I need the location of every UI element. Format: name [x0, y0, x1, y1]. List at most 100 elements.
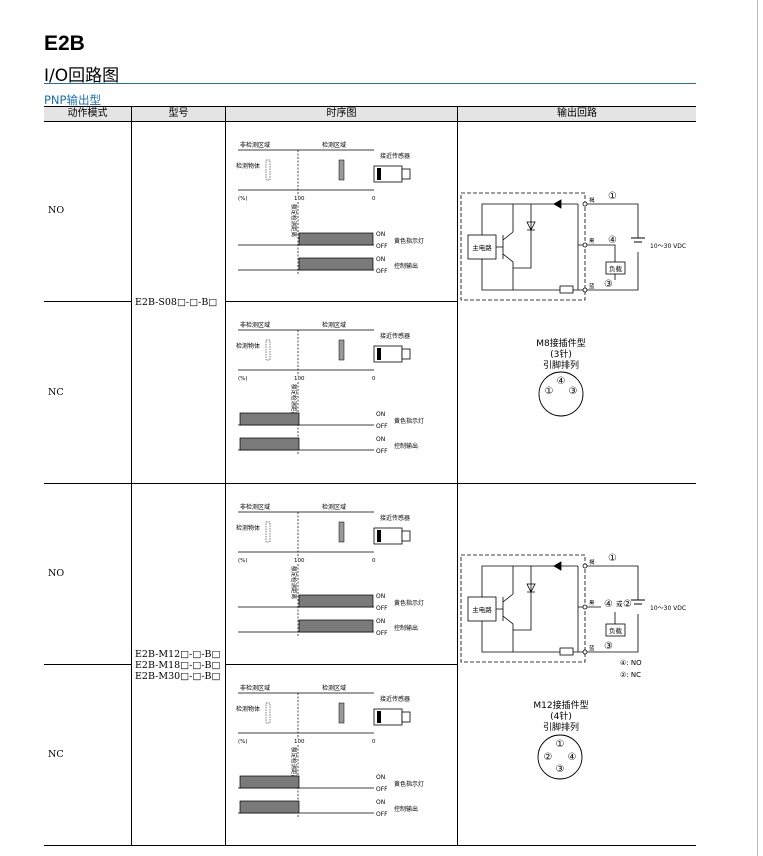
object-ghost — [265, 339, 271, 361]
model-name: E2B-S08□-□-B□ — [135, 297, 218, 308]
output-wave-label: 控制输出 — [394, 262, 418, 270]
led-wave — [239, 775, 300, 789]
page-subtitle: I/O回路图 — [44, 66, 120, 86]
hundred-label: 100 — [294, 558, 305, 564]
legend-no: ④: NO — [620, 659, 642, 667]
off-label: OFF — [376, 268, 388, 275]
detect-zone-label: 检测区域 — [322, 321, 346, 329]
on-label: ON — [376, 593, 385, 600]
on-label: ON — [376, 618, 385, 625]
object-hatched — [338, 521, 345, 543]
object-ghost — [265, 702, 271, 724]
on-label: ON — [376, 436, 385, 443]
group-divider — [44, 483, 696, 484]
pin-1: ① — [608, 553, 617, 564]
m12-pin-1: ① — [556, 739, 565, 750]
m8-pin-label: M8接插件型 (3针) 引脚排列 — [526, 339, 596, 372]
detect-zone-label: 检测区域 — [322, 141, 346, 149]
model-name: E2B-M30□-□-B□ — [135, 671, 221, 682]
mode-cell: NO — [48, 205, 65, 216]
row-divider — [226, 664, 457, 665]
rated-distance-label: 额定检测距离 — [290, 747, 298, 781]
header-mode: 动作模式 — [44, 107, 131, 121]
model-cell-2: E2B-M12□-□-B□ E2B-M18□-□-B□ E2B-M30□-□-B… — [135, 649, 221, 682]
led-wave — [298, 232, 374, 246]
wire-blue: 蓝 — [589, 282, 595, 290]
col-divider — [131, 106, 132, 846]
m12-pin-count: (4针) — [550, 712, 572, 722]
off-label: OFF — [376, 423, 388, 430]
mode-cell: NC — [48, 749, 64, 760]
on-label: ON — [376, 774, 385, 781]
m8-pin-4: ④ — [557, 376, 566, 387]
model-cell-1: E2B-S08□-□-B□ — [135, 297, 217, 308]
sensor-label: 接近传感器 — [380, 695, 410, 703]
sensor-label: 接近传感器 — [380, 152, 410, 160]
load-label: 负载 — [609, 264, 623, 273]
output-wave-label: 控制输出 — [394, 624, 418, 632]
table-bottom-rule — [44, 845, 696, 846]
m12-pin-2: ② — [544, 752, 553, 763]
zero-label: 0 — [372, 196, 376, 202]
mode-cell: NO — [48, 568, 65, 579]
wire-black: 黑 — [589, 238, 595, 245]
table-top-rule — [44, 106, 696, 107]
m8-pin-diagram: ④ ① ③ — [538, 371, 584, 417]
zero-label: 0 — [372, 739, 376, 745]
col-divider — [457, 106, 458, 846]
led-wave — [239, 412, 300, 426]
on-label: ON — [376, 231, 385, 238]
off-label: OFF — [376, 630, 388, 637]
wire-brown: 褐 — [589, 196, 595, 204]
hundred-label: 100 — [294, 739, 305, 745]
object-label: 检测物体 — [236, 524, 260, 532]
output-wave — [239, 800, 300, 814]
page-title: E2B — [44, 32, 85, 55]
header-bottom-rule — [44, 121, 696, 122]
or-label: 或 — [616, 599, 623, 608]
object-label: 检测物体 — [236, 705, 260, 713]
non-detect-zone-label: 非检测区域 — [240, 141, 270, 149]
pin-4: ④ — [608, 235, 617, 246]
percent-label: (%) — [238, 558, 248, 564]
mode-cell: NC — [48, 387, 64, 398]
output-wave-label: 控制输出 — [394, 442, 418, 450]
header-model: 型号 — [132, 107, 225, 121]
led-wave — [298, 594, 374, 608]
wire-brown: 褐 — [589, 558, 595, 566]
object-hatched — [338, 159, 345, 181]
legend-nc: ②: NC — [620, 671, 641, 679]
pin-3: ③ — [604, 279, 613, 290]
rated-distance-label: 额定检测距离 — [290, 204, 298, 238]
led-wave-label: 黄色指示灯 — [394, 237, 424, 245]
off-label: OFF — [376, 605, 388, 612]
m8-arrangement: 引脚排列 — [542, 361, 579, 371]
hundred-label: 100 — [294, 376, 305, 382]
subtitle-rule — [44, 83, 696, 84]
main-circuit-label: 主电路 — [472, 243, 492, 252]
pin-4: ④ — [604, 599, 613, 610]
output-wave — [239, 437, 300, 451]
m8-pin-1: ① — [545, 386, 554, 397]
model-name: E2B-M18□-□-B□ — [135, 660, 221, 671]
main-circuit-label: 主电路 — [472, 605, 492, 614]
percent-label: (%) — [238, 739, 248, 745]
non-detect-zone-label: 非检测区域 — [240, 321, 270, 329]
zero-label: 0 — [372, 558, 376, 564]
object-label: 检测物体 — [236, 162, 260, 170]
row-divider — [44, 664, 131, 665]
pin-3: ③ — [604, 641, 613, 652]
off-label: OFF — [376, 243, 388, 250]
voltage-label: 10～30 VDC — [650, 243, 686, 250]
sensor-label: 接近传感器 — [380, 514, 410, 522]
wire-blue: 蓝 — [589, 644, 595, 652]
non-detect-zone-label: 非检测区域 — [240, 503, 270, 511]
output-circuit-1: 主电路 褐 黑 蓝 ① ④ ③ 负载 10～30 VDC — [460, 191, 686, 301]
off-label: OFF — [376, 448, 388, 455]
wire-black: 黑 — [589, 600, 595, 607]
